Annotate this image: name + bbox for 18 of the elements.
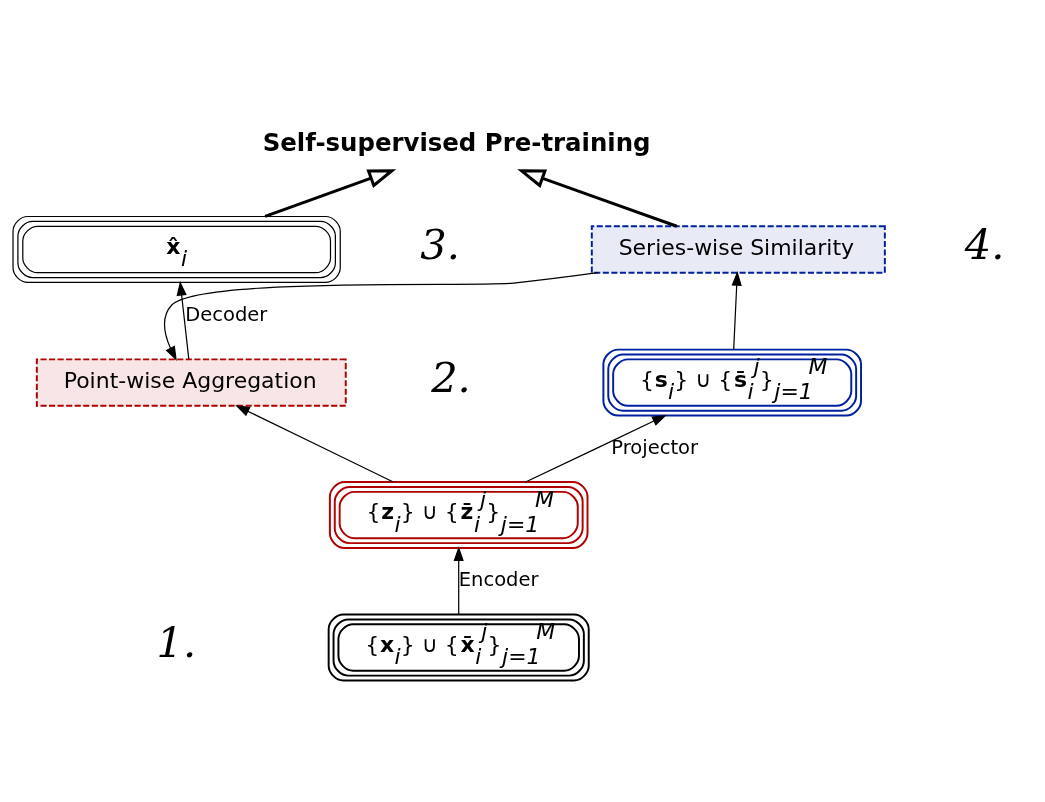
arrow	[163, 271, 599, 361]
node-box: Point-wise Aggregation	[35, 357, 347, 407]
arrow	[264, 168, 397, 218]
arrow	[453, 545, 464, 615]
label: 1.	[156, 617, 197, 667]
edge-label: Projector	[611, 435, 699, 459]
node-text: Self-supervised Pre-training	[262, 127, 651, 157]
label: 4.	[964, 219, 1005, 269]
label: 3.	[420, 219, 460, 269]
arrow	[731, 270, 742, 350]
arrow	[525, 414, 667, 483]
edge-label: Encoder	[458, 567, 539, 591]
label: 2.	[431, 352, 471, 402]
arrow	[517, 168, 678, 228]
node-box: Series-wise Similarity	[590, 224, 886, 274]
edge-label: Decoder	[185, 302, 268, 326]
arrow	[235, 404, 394, 483]
arrow	[176, 280, 190, 360]
